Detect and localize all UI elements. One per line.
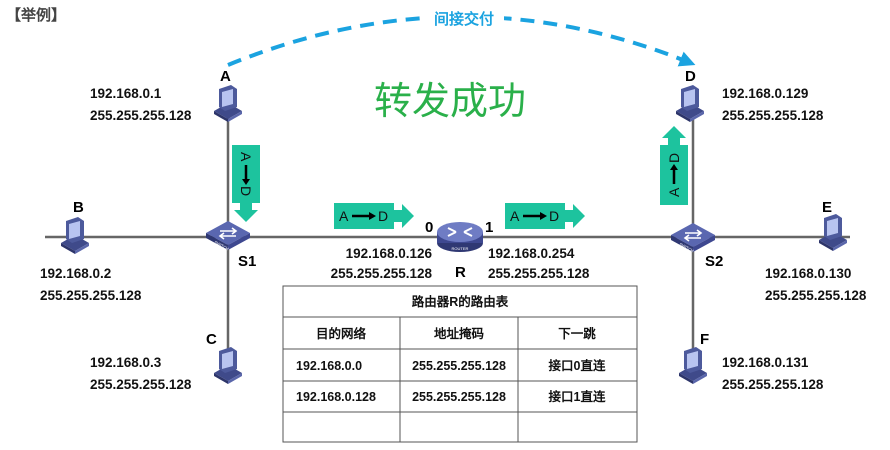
router-if0-label: 0: [425, 219, 433, 236]
router-if0-mask: 255.255.255.128: [331, 266, 433, 281]
host-e-mask: 255.255.255.128: [765, 288, 867, 303]
column-header: 下一跳: [558, 326, 596, 341]
host-d-mask: 255.255.255.128: [722, 108, 824, 123]
packet-src: A: [510, 208, 520, 224]
packet-dst: D: [378, 208, 388, 224]
status-text: 转发成功: [374, 81, 526, 123]
table-cell: 192.168.0.128: [296, 390, 376, 404]
host-f-ip: 192.168.0.131: [722, 355, 809, 370]
host-d-label: D: [685, 68, 696, 85]
packet-r-to-s2: A D: [505, 203, 585, 229]
routing-table-title: 路由器R的路由表: [412, 294, 509, 309]
packet-src: A: [238, 152, 254, 162]
table-cell: 接口1直连: [549, 389, 606, 404]
switch-s1-label: S1: [238, 253, 256, 270]
column-header: 地址掩码: [434, 326, 484, 341]
table-cell: 255.255.255.128: [412, 390, 506, 404]
pc-icon: [819, 214, 847, 251]
host-f-label: F: [700, 331, 709, 348]
pc-icon: [61, 217, 89, 254]
host-f-mask: 255.255.255.128: [722, 377, 824, 392]
title: 【举例】: [6, 6, 66, 24]
switch-s1-device-text: SWITCH: [214, 239, 230, 251]
routing-table: [282, 285, 638, 443]
packet-src: A: [339, 208, 349, 224]
packet-dst: D: [238, 186, 254, 196]
packet-s2-to-d: A D: [660, 126, 688, 205]
table-cell: 255.255.255.128: [412, 359, 506, 373]
router-if1-ip: 192.168.0.254: [488, 246, 575, 261]
router-icon: ROUTER: [437, 222, 483, 252]
table-cell: 192.168.0.0: [296, 359, 362, 373]
packet-a-to-s1: A D: [232, 145, 260, 222]
pc-icon: [214, 347, 242, 384]
switch-s2-label: S2: [705, 253, 723, 270]
pc-icon: [676, 85, 704, 122]
host-c-mask: 255.255.255.128: [90, 377, 192, 392]
host-b-ip: 192.168.0.2: [40, 266, 111, 281]
host-e-ip: 192.168.0.130: [765, 266, 851, 281]
pc-icon: [679, 347, 707, 384]
column-header: 目的网络: [316, 326, 367, 341]
router-if1-mask: 255.255.255.128: [488, 266, 590, 281]
table-cell: 接口0直连: [549, 358, 606, 373]
switch-s2-device-text: SWITCH: [679, 241, 695, 253]
router-if0-ip: 192.168.0.126: [346, 246, 433, 261]
host-a-label: A: [220, 68, 231, 85]
pc-icon: [214, 85, 242, 122]
router-device-text: ROUTER: [452, 246, 469, 251]
host-a-mask: 255.255.255.128: [90, 108, 192, 123]
host-c-label: C: [206, 331, 217, 348]
packet-dst: D: [549, 208, 559, 224]
host-e-label: E: [822, 199, 832, 216]
router-if1-label: 1: [485, 219, 493, 236]
packet-src: A: [666, 187, 682, 197]
host-b-mask: 255.255.255.128: [40, 288, 142, 303]
host-a-ip: 192.168.0.1: [90, 86, 162, 101]
host-b-label: B: [73, 199, 84, 216]
router-label: R: [455, 264, 466, 281]
host-c-ip: 192.168.0.3: [90, 355, 162, 370]
packet-dst: D: [666, 153, 682, 163]
host-d-ip: 192.168.0.129: [722, 86, 808, 101]
packet-s1-to-r: A D: [334, 203, 414, 229]
indirect-delivery-label: 间接交付: [434, 10, 494, 28]
